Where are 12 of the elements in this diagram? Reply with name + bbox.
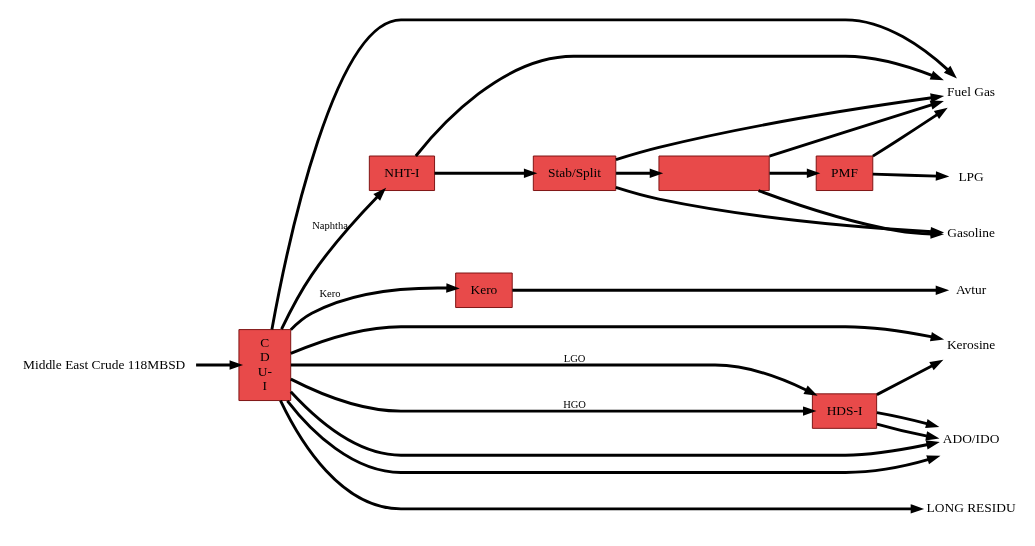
edge-label: LGO — [563, 352, 586, 364]
edge-label: Kero — [319, 287, 341, 299]
node-text: Gasoline — [947, 225, 995, 241]
node-text: Fuel Gas — [947, 84, 996, 100]
node-text: ADO/IDO — [942, 431, 1000, 447]
edge-label: Naphtha — [312, 219, 348, 231]
node-text: LONG RESIDU — [926, 500, 1016, 516]
node-text: Avtur — [955, 281, 987, 297]
node-text: Middle East Crude 118MBSD — [23, 356, 186, 372]
node-text: LPG — [958, 168, 984, 184]
node-text: Kerosine — [946, 337, 996, 353]
edge-label: HGO — [563, 399, 586, 411]
